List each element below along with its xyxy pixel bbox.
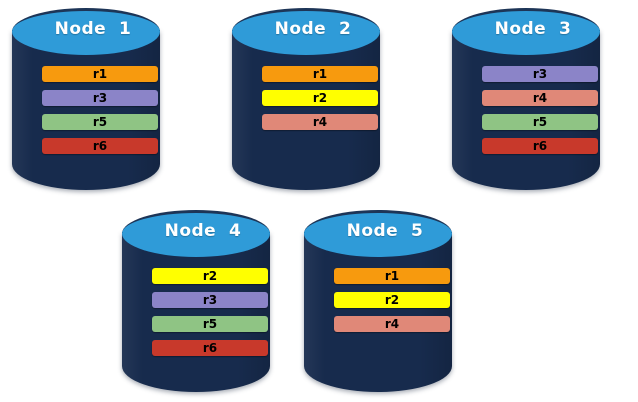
- replica-list: r1 r2 r4: [262, 66, 378, 130]
- node-title: Node 2: [274, 19, 352, 39]
- replica-bar-r6[interactable]: r6: [482, 138, 598, 154]
- replica-bar-r5[interactable]: r5: [152, 316, 268, 332]
- database-node-3[interactable]: Node 3 r3 r4 r5 r6: [440, 5, 600, 195]
- cylinder-body-icon: [232, 30, 380, 190]
- cylinder-body-icon: [452, 30, 600, 190]
- replica-bar-r3[interactable]: r3: [42, 90, 158, 106]
- replica-bar-r4[interactable]: r4: [262, 114, 378, 130]
- replica-bar-r2[interactable]: r2: [152, 268, 268, 284]
- cylinder-top-icon: [304, 210, 452, 257]
- replica-list: r1 r2 r4: [334, 268, 450, 332]
- replica-bar-r1[interactable]: r1: [262, 66, 378, 82]
- database-node-1[interactable]: Node 1 r1 r3 r5 r6: [0, 5, 160, 195]
- cylinder-top-icon: [232, 8, 380, 55]
- database-node-5[interactable]: Node 5 r1 r2 r4: [292, 207, 452, 397]
- replica-bar-r4[interactable]: r4: [334, 316, 450, 332]
- cylinder-body-icon: [12, 30, 160, 190]
- node-title: Node 5: [346, 221, 424, 241]
- replica-bar-r5[interactable]: r5: [42, 114, 158, 130]
- cylinder-body-icon: [304, 232, 452, 392]
- replica-bar-r5[interactable]: r5: [482, 114, 598, 130]
- database-node-4[interactable]: Node 4 r2 r3 r5 r6: [110, 207, 270, 397]
- replica-bar-r6[interactable]: r6: [152, 340, 268, 356]
- replica-list: r3 r4 r5 r6: [482, 66, 598, 154]
- replica-bar-r3[interactable]: r3: [152, 292, 268, 308]
- database-node-2[interactable]: Node 2 r1 r2 r4: [220, 5, 380, 195]
- node-title: Node 4: [164, 221, 242, 241]
- cylinder-top-icon: [12, 8, 160, 55]
- replica-bar-r2[interactable]: r2: [262, 90, 378, 106]
- cylinder-body-icon: [122, 232, 270, 392]
- replica-bar-r1[interactable]: r1: [334, 268, 450, 284]
- replica-list: r2 r3 r5 r6: [152, 268, 268, 356]
- replica-bar-r2[interactable]: r2: [334, 292, 450, 308]
- replica-bar-r1[interactable]: r1: [42, 66, 158, 82]
- cylinder-top-icon: [452, 8, 600, 55]
- node-title: Node 3: [494, 19, 572, 39]
- replica-bar-r4[interactable]: r4: [482, 90, 598, 106]
- replica-bar-r3[interactable]: r3: [482, 66, 598, 82]
- replica-list: r1 r3 r5 r6: [42, 66, 158, 154]
- cylinder-top-icon: [122, 210, 270, 257]
- replica-bar-r6[interactable]: r6: [42, 138, 158, 154]
- node-title: Node 1: [54, 19, 132, 39]
